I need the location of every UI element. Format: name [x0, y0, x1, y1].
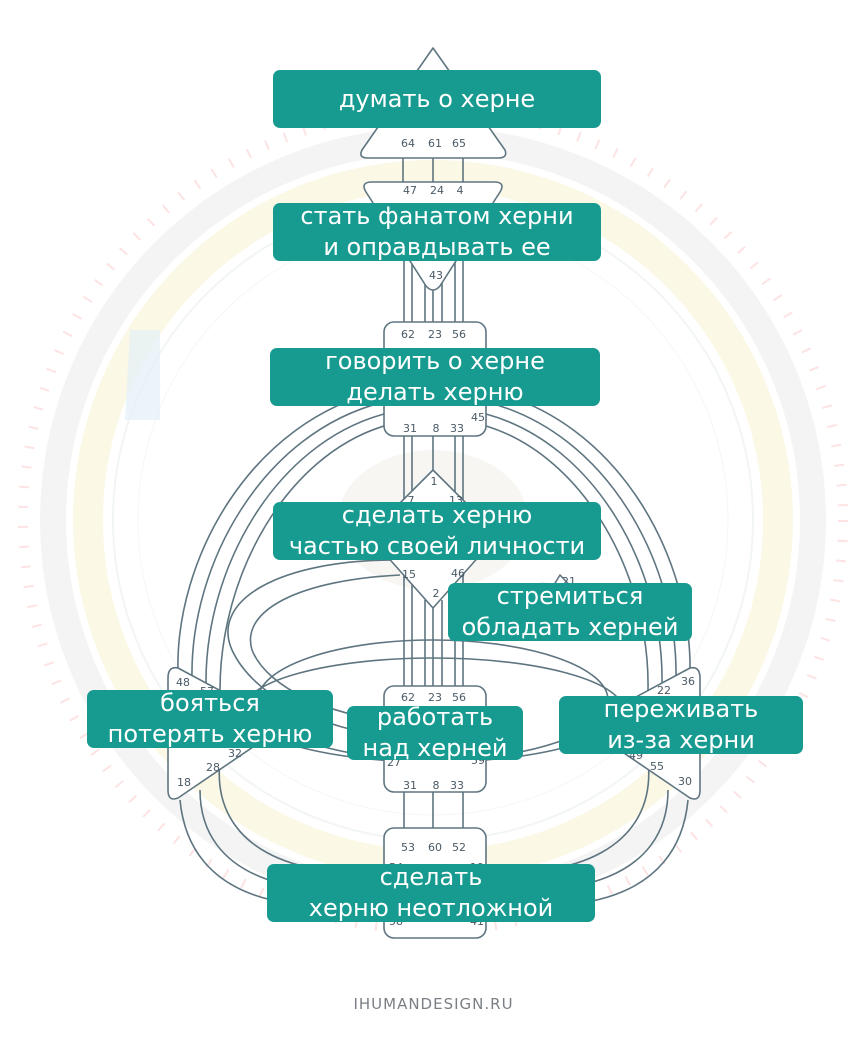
- gate-31: 31: [403, 422, 417, 435]
- gate-2: 2: [433, 587, 440, 600]
- gate-53: 53: [401, 841, 415, 854]
- label-g-center: сделать херню частью своей личности: [273, 501, 601, 560]
- gate-56b: 56: [452, 691, 466, 704]
- gate-62b: 62: [401, 691, 415, 704]
- gate-28: 28: [206, 761, 220, 774]
- gate-24: 24: [430, 184, 444, 197]
- gate-4: 4: [457, 184, 464, 197]
- gate-52: 52: [452, 841, 466, 854]
- gate-47: 47: [403, 184, 417, 197]
- gate-7: 7: [408, 494, 415, 507]
- gate-30: 30: [678, 775, 692, 788]
- gate-8: 8: [433, 422, 440, 435]
- gate-48: 48: [176, 676, 190, 689]
- gate-64: 64: [401, 137, 415, 150]
- gate-61: 61: [428, 137, 442, 150]
- gate-23: 23: [428, 328, 442, 341]
- gate-32: 32: [228, 747, 242, 760]
- gate-8b: 8: [433, 779, 440, 792]
- label-ajna: стать фанатом херни и оправдывать ее: [273, 202, 601, 261]
- gate-65: 65: [452, 137, 466, 150]
- label-head: думать о херне: [273, 70, 601, 128]
- gate-33b: 33: [450, 779, 464, 792]
- gate-1: 1: [431, 475, 438, 488]
- site-watermark: IHUMANDESIGN.RU: [353, 995, 514, 1013]
- gate-15: 15: [402, 568, 416, 581]
- gate-33: 33: [450, 422, 464, 435]
- gate-18: 18: [177, 776, 191, 789]
- label-ego: стремиться обладать херней: [448, 582, 692, 641]
- gate-45: 45: [471, 411, 485, 424]
- gate-43: 43: [429, 269, 443, 282]
- gate-62: 62: [401, 328, 415, 341]
- gate-46: 46: [451, 567, 465, 580]
- gate-60: 60: [428, 841, 442, 854]
- gate-36: 36: [681, 675, 695, 688]
- label-root: сделать херню неотложной: [267, 863, 595, 922]
- label-throat: говорить о херне делать херню: [270, 347, 600, 406]
- gate-31b: 31: [403, 779, 417, 792]
- gate-22: 22: [657, 684, 671, 697]
- gate-56: 56: [452, 328, 466, 341]
- label-sacral: работать над херней: [347, 703, 523, 762]
- label-spleen: бояться потерять херню: [87, 689, 333, 748]
- label-solar-plexus: переживать из-за херни: [559, 695, 803, 754]
- gate-23b: 23: [428, 691, 442, 704]
- gate-55: 55: [650, 760, 664, 773]
